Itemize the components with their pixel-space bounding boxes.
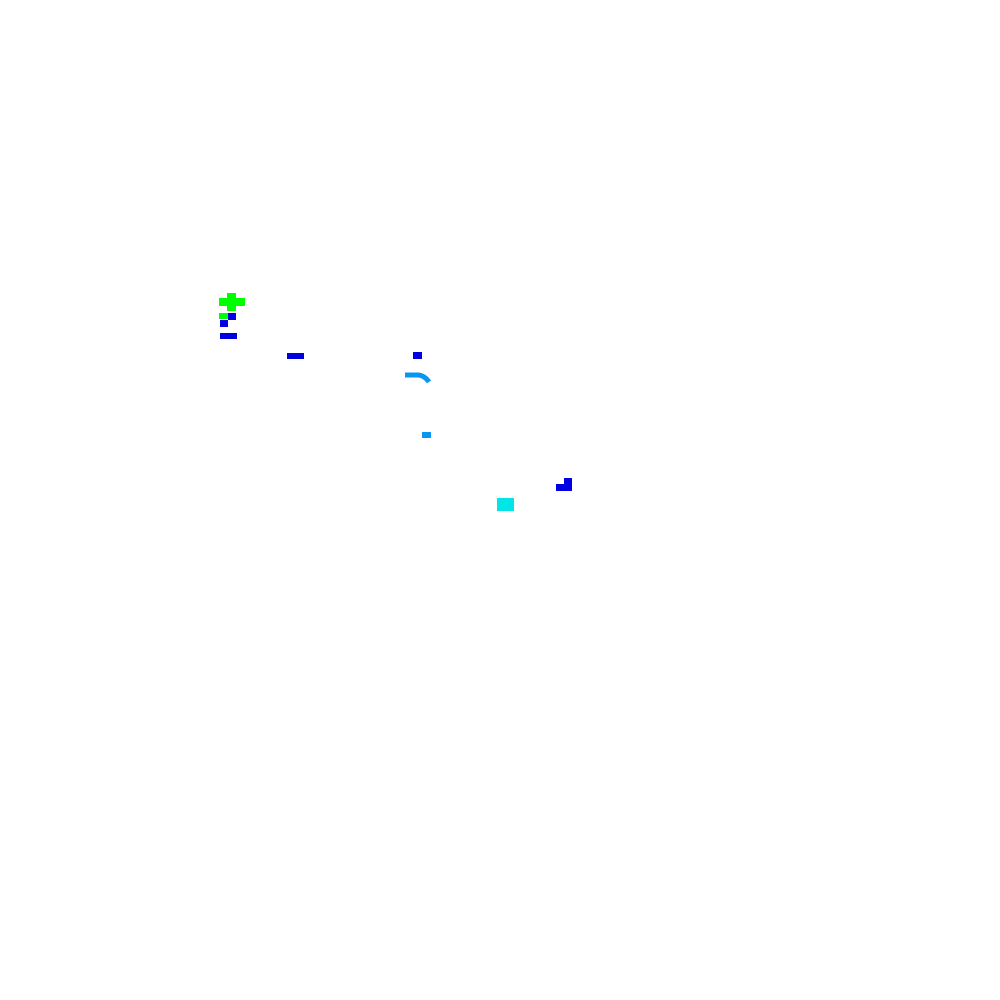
cyan-block-mark (497, 498, 514, 511)
sky-hook-mark (405, 372, 432, 384)
blue-dash-mark-2 (287, 353, 304, 359)
green-stub-mark (219, 313, 228, 319)
blue-dash-mark-1 (220, 333, 237, 339)
blue-square-mark-2 (220, 320, 228, 327)
blue-square-mark-1 (228, 313, 236, 320)
blue-dot-mark (413, 352, 422, 359)
sky-dot-mark (422, 432, 431, 438)
green-cross-mark (219, 293, 245, 311)
blue-step-mark (556, 478, 572, 491)
